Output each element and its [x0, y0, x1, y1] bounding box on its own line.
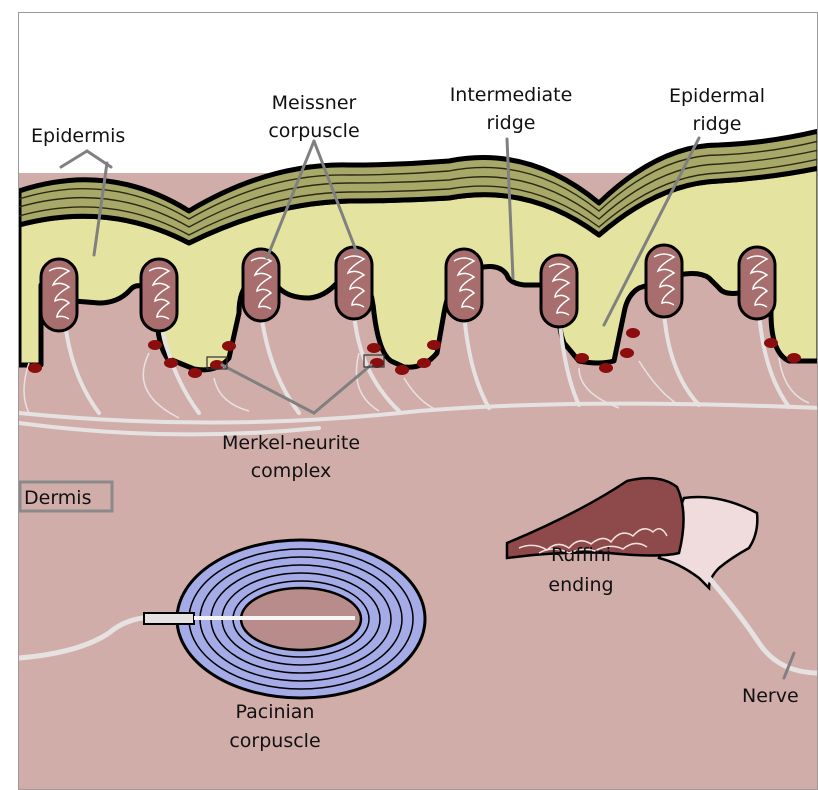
intermediate-ridge-label-line2: ridge	[487, 112, 536, 134]
pacinian-label-line2: corpuscle	[229, 730, 320, 752]
intermediate-ridge-label-line1: Intermediate	[450, 84, 573, 106]
dermis-label: Dermis	[24, 487, 91, 509]
epidermal-ridge-label-line1: Epidermal	[669, 85, 765, 107]
ruffini-label-line2: ending	[548, 574, 613, 596]
ruffini-label-line1: Ruffini	[551, 544, 611, 566]
meissner-label-line1: Meissner	[272, 92, 357, 114]
pacinian-label-line1: Pacinian	[236, 701, 315, 723]
epidermis-label: Epidermis	[31, 125, 125, 147]
diagram-frame: Epidermis Meissner corpuscle Intermediat…	[18, 12, 818, 790]
meissner-label-line2: corpuscle	[268, 120, 359, 142]
skin-diagram: Epidermis Meissner corpuscle Intermediat…	[19, 13, 818, 790]
merkel-label-line2: complex	[251, 460, 332, 482]
nerve-label: Nerve	[742, 685, 799, 707]
merkel-label-line1: Merkel-neurite	[222, 432, 360, 454]
epidermal-ridge-label-line2: ridge	[693, 113, 742, 135]
